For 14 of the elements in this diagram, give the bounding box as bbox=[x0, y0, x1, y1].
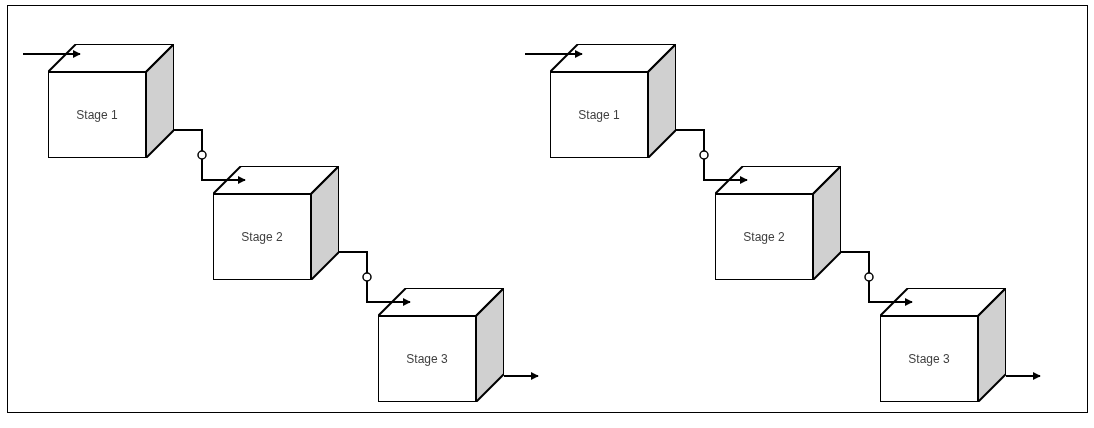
arrow bbox=[338, 251, 411, 306]
arrow bbox=[675, 129, 748, 184]
stage-label: Stage 3 bbox=[908, 351, 950, 368]
stage-label: Stage 2 bbox=[743, 229, 785, 246]
stage-label: Stage 1 bbox=[578, 107, 620, 124]
stage-label: Stage 2 bbox=[241, 229, 283, 246]
arrow bbox=[173, 129, 246, 184]
arrow bbox=[22, 50, 81, 58]
arrow bbox=[503, 372, 539, 380]
arrow bbox=[1005, 372, 1041, 380]
arrow bbox=[524, 50, 583, 58]
arrow bbox=[840, 251, 913, 306]
stage-label: Stage 3 bbox=[406, 351, 448, 368]
stage-label: Stage 1 bbox=[76, 107, 118, 124]
